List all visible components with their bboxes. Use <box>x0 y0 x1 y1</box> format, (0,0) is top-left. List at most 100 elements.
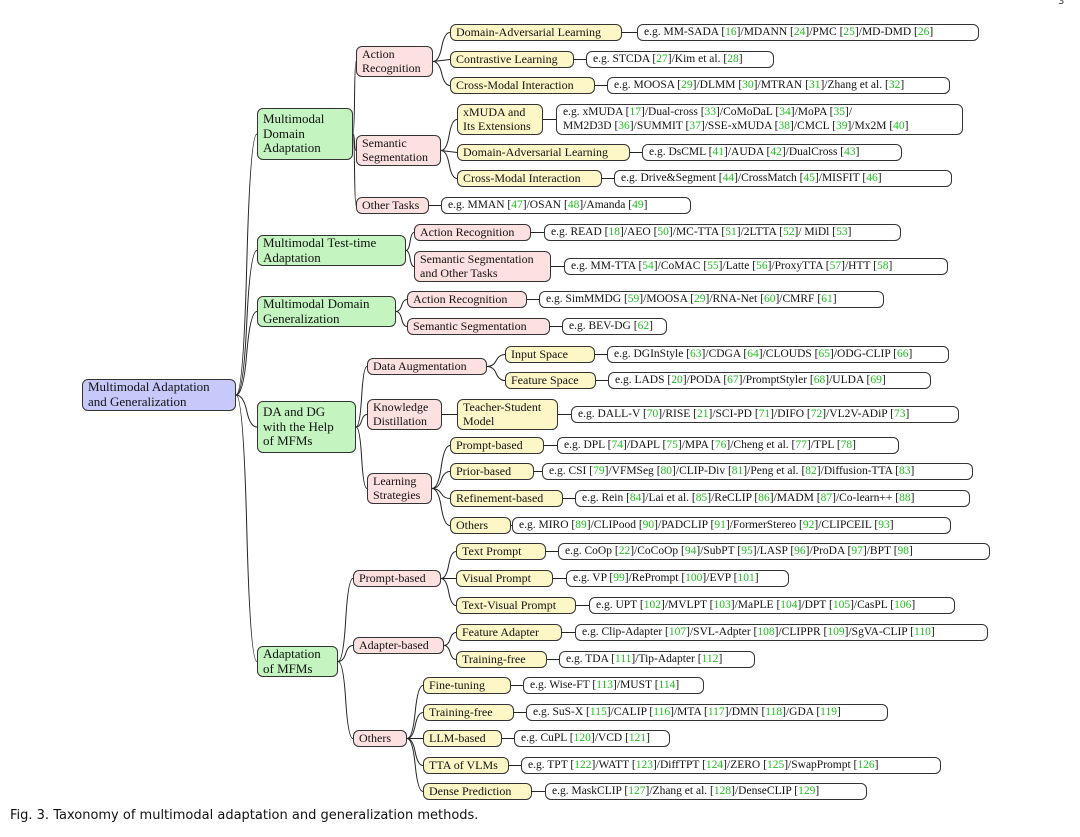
reference-number: 53 <box>836 225 848 238</box>
reference-number: 21 <box>696 407 709 420</box>
node-label-line: e.g. SuS-X [115]/CALIP [116]/MTA [117]/D… <box>533 705 841 718</box>
reference-number: 36 <box>618 119 630 132</box>
node-label-line: MM2D3D [36]/SUMMIT [37]/SSE-xMUDA [38]/C… <box>563 119 909 132</box>
node-label-line: e.g. CSI [79]/VFMSeg [80]/CLIP-Div [81]/… <box>549 464 915 477</box>
node-label-line: Data Augmentation <box>373 358 467 373</box>
reference-number: 129 <box>798 784 816 797</box>
reference-number: 55 <box>707 259 719 272</box>
reference-number: 104 <box>780 598 798 611</box>
reference-number: 41 <box>712 145 724 158</box>
reference-number: 43 <box>844 145 856 158</box>
reference-number: 89 <box>575 518 587 531</box>
node-label-line: Action Recognition <box>413 291 508 306</box>
connector-line <box>486 366 506 381</box>
node-label-line: e.g. DPL [74]/DAPL [75]/MPA [76]/Cheng e… <box>564 438 857 451</box>
node-text-visual-prompt: Text-Visual Prompt <box>456 597 576 614</box>
connector-line <box>337 578 354 662</box>
node-label-line: Others <box>456 517 488 532</box>
examples-box-e-g-upt-102-mvlpt-103-maple-104-dpt-105-: e.g. UPT [102]/MVLPT [103]/MaPLE [104]/D… <box>589 597 955 614</box>
connector-line <box>431 488 451 499</box>
connector-line <box>431 488 451 526</box>
reference-number: 95 <box>741 544 753 557</box>
node-label-line: Adapter-based <box>359 637 429 652</box>
reference-number: 83 <box>899 464 911 477</box>
reference-number: 68 <box>813 373 826 386</box>
reference-number: 107 <box>668 625 687 638</box>
reference-number: 29 <box>693 292 706 305</box>
examples-box-e-g-sus-x-115-calip-116-mta-117-dmn-118-: e.g. SuS-X [115]/CALIP [116]/MTA [117]/D… <box>526 704 888 721</box>
node-label-line: Multimodal Test-time <box>263 234 377 250</box>
reference-number: 48 <box>567 198 580 211</box>
reference-number: 71 <box>758 407 771 420</box>
node-label-line: e.g. Rein [84]/Lai et al. [85]/ReCLIP [8… <box>582 491 915 504</box>
reference-number: 63 <box>690 347 702 360</box>
figure-caption: Fig. 3. Taxonomy of multimodal adaptatio… <box>10 808 479 823</box>
reference-number: 96 <box>794 544 806 557</box>
node-data-augmentation: Data Augmentation <box>367 358 487 375</box>
node-label-line: Contrastive Learning <box>456 51 558 66</box>
node-label-line: and Generalization <box>88 394 187 409</box>
node-label-line: e.g. DsCML [41]/AUDA [42]/DualCross [43] <box>649 145 860 158</box>
node-refinement-based: Refinement-based <box>450 490 563 507</box>
node-label-line: Prompt-based <box>359 570 426 585</box>
node-label-line: e.g. MaskCLIP [127]/Zhang et al. [128]/D… <box>552 784 820 797</box>
node-input-space: Input Space <box>505 346 595 363</box>
reference-number: 80 <box>660 464 673 477</box>
examples-box-e-g-maskclip-127-zhang-et-al-128-densecl: e.g. MaskCLIP [127]/Zhang et al. [128]/D… <box>545 783 867 800</box>
reference-number: 39 <box>835 119 848 132</box>
node-label-line: Multimodal Domain <box>263 295 370 311</box>
reference-number: 75 <box>666 438 678 451</box>
node-others: Others <box>353 730 407 747</box>
reference-number: 82 <box>805 464 817 477</box>
reference-number: 117 <box>707 705 725 718</box>
connector-line <box>235 133 258 396</box>
node-label-line: Visual Prompt <box>462 570 531 585</box>
reference-number: 72 <box>810 407 823 420</box>
reference-number: 35 <box>833 106 845 119</box>
node-label-line: Dense Prediction <box>429 783 512 798</box>
reference-number: 44 <box>722 171 735 184</box>
reference-number: 38 <box>778 119 791 132</box>
node-label-line: LLM-based <box>429 730 486 745</box>
connector-line <box>440 578 457 606</box>
reference-number: 51 <box>725 225 737 238</box>
reference-number: 40 <box>893 119 905 132</box>
node-label-line: Feature Space <box>511 372 579 387</box>
examples-box-e-g-dpl-74-dapl-75-mpa-76-cheng-et-al-77: e.g. DPL [74]/DAPL [75]/MPA [76]/Cheng e… <box>557 437 899 454</box>
connector-line <box>443 645 457 660</box>
node-label-line: e.g. Drive&Segment [44]/CrossMatch [45]/… <box>621 171 882 184</box>
reference-number: 84 <box>629 491 642 504</box>
examples-box-e-g-mm-tta-54-comac-55-latte-56-proxytta: e.g. MM-TTA [54]/CoMAC [55]/Latte [56]/P… <box>564 258 948 275</box>
node-label-line: of MFMs <box>263 660 313 676</box>
reference-number: 42 <box>770 145 782 158</box>
reference-number: 78 <box>840 438 853 451</box>
examples-box-e-g-clip-adapter-107-svl-adpter-108-clip: e.g. Clip-Adapter [107]/SVL-Adpter [108]… <box>575 624 988 641</box>
reference-number: 126 <box>857 758 875 771</box>
reference-number: 127 <box>628 784 646 797</box>
node-label-line: e.g. TPT [122]/WATT [123]/DiffTPT [124]/… <box>528 758 879 771</box>
connector-line <box>337 661 354 739</box>
node-others: Others <box>450 517 511 534</box>
node-label-line: and Other Tasks <box>420 265 498 280</box>
connector-line <box>440 150 458 179</box>
node-label-line: Prompt-based <box>456 437 523 452</box>
connector-line <box>352 133 357 151</box>
examples-box-e-g-drive-segment-44-crossmatch-45-misfi: e.g. Drive&Segment [44]/CrossMatch [45]/… <box>614 170 952 187</box>
reference-number: 87 <box>820 491 833 504</box>
reference-number: 62 <box>637 319 650 332</box>
reference-number: 16 <box>725 25 737 38</box>
connector-line <box>432 32 451 62</box>
reference-number: 27 <box>656 52 668 65</box>
connector-line <box>355 366 368 428</box>
reference-number: 54 <box>642 259 654 272</box>
node-label-line: Adaptation <box>263 645 321 661</box>
examples-box-e-g-miro-89-clipood-90-padclip-91-former: e.g. MIRO [89]/CLIPood [90]/PADCLIP [91]… <box>512 517 951 534</box>
node-label-line: e.g. MM-TTA [54]/CoMAC [55]/Latte [56]/P… <box>571 259 893 272</box>
connector-line <box>405 250 415 267</box>
reference-number: 101 <box>737 571 755 584</box>
